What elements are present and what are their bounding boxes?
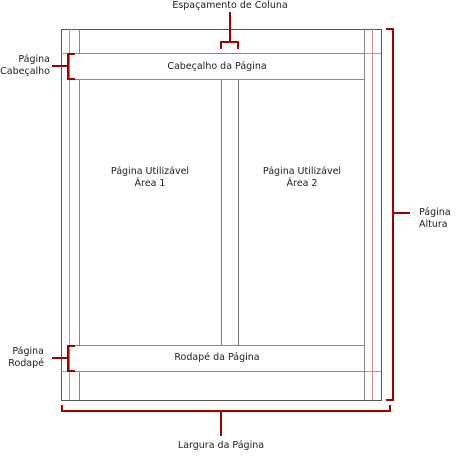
usable-area-1-line2: Área 1 — [134, 178, 166, 189]
height-side-label-line1: Página — [419, 207, 451, 218]
footer-side-label-line2: Rodapé — [8, 358, 44, 369]
header-side-label-line2: Cabeçalho — [0, 66, 50, 77]
height-side-label-line2: Altura — [419, 219, 448, 230]
usable-area-2-line2: Área 2 — [286, 178, 318, 189]
page-width-label: Largura da Página — [177, 440, 265, 451]
footer-box — [69, 345, 365, 372]
header-bracket — [52, 53, 75, 80]
footer-bracket — [52, 345, 75, 372]
header-box — [69, 53, 365, 80]
page-outline — [61, 29, 382, 401]
usable-area-2-line1: Página Utilizável — [262, 166, 342, 177]
header-title: Cabeçalho da Página — [167, 61, 267, 72]
width-bracket — [61, 405, 391, 436]
usable-area-1-line1: Página Utilizável — [110, 166, 190, 177]
height-bracket — [386, 28, 410, 401]
column-spacing-bracket — [220, 12, 239, 49]
column-spacing-label: Espaçamento de Coluna — [172, 0, 288, 11]
footer-side-label-line1: Página — [12, 346, 44, 357]
header-side-label-line1: Página — [18, 54, 50, 65]
footer-title: Rodapé da Página — [174, 352, 260, 363]
